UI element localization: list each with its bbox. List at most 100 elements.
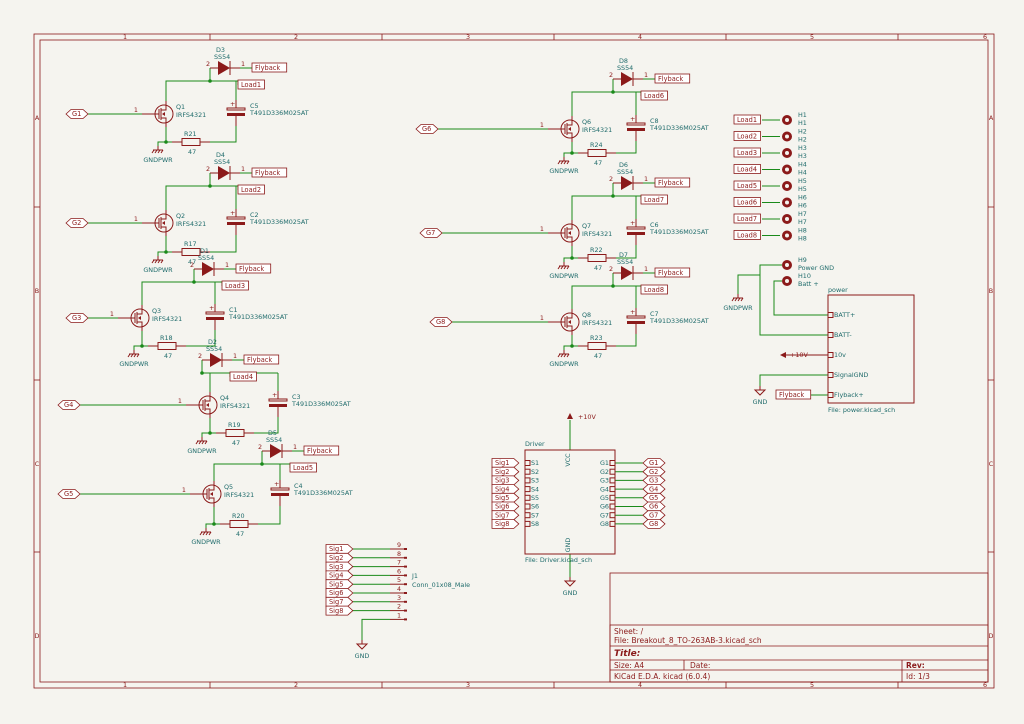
channel-1-gndpwr-hatch [157, 149, 161, 154]
driver-sig-6-text: Sig6 [495, 503, 509, 511]
grid-col-bottom: 1 [123, 681, 127, 689]
channel-3-resistor-body [157, 342, 177, 350]
power-flyback-label [775, 389, 812, 400]
channel-4-mosfet-ref: Q4 [220, 394, 229, 402]
channel-1-resistor-ref: R21 [184, 130, 197, 138]
channel-5-load-label-text: Load5 [293, 464, 313, 472]
j1-sig-4 [325, 570, 354, 581]
channel-8-gate-label [429, 317, 453, 327]
grid-row-right: B [989, 287, 993, 295]
channel-7-gate-label [419, 228, 443, 238]
channel-1-mosfet-pin: 1 [134, 106, 138, 114]
j1-pin-end [404, 574, 407, 577]
wire [759, 374, 828, 386]
hole-3-drill [785, 151, 789, 155]
channel-6-diode-pin-k: 1 [644, 71, 648, 79]
tb-sheet: Sheet: / [614, 627, 644, 636]
h9-val: Power GND [798, 264, 834, 272]
hole-3-ref: H3 [798, 144, 807, 152]
tb-tool: KiCad E.D.A. kicad (6.0.4) [614, 672, 710, 681]
channel-7-mosfet-source [567, 236, 573, 246]
wire [202, 372, 231, 377]
channel-7-diode-ref: D6 [619, 161, 628, 169]
channel-3-cap-ref: C1 [229, 306, 238, 314]
channel-3-mosfet-drain [137, 305, 143, 315]
j1-pin-end [404, 565, 407, 568]
j1-pin-num: 6 [397, 567, 401, 575]
driver-vcc-pin: VCC [564, 453, 572, 467]
channel-7-gndpwr-hatch [566, 265, 570, 270]
hole-8-ref: H8 [798, 227, 807, 235]
channel-6-gndpwr-hatch [560, 160, 564, 165]
wire [157, 141, 166, 146]
channel-4-load-label-text: Load4 [233, 373, 253, 381]
channel-7-diode-pin-a: 2 [609, 175, 613, 183]
channel-3-gndpwr-hatch [133, 353, 137, 358]
driver-in-marker [524, 520, 531, 527]
channel-1-resistor-val: 47 [188, 148, 196, 156]
hole-2-ref: H2 [798, 128, 807, 136]
grid-row-right: A [989, 114, 994, 122]
channel-7-mosfet-pin: 1 [540, 225, 544, 233]
channel-8-cap-ref: C7 [650, 310, 659, 318]
j1-pin-num: 5 [397, 576, 401, 584]
channel-3-mosfet-ref: Q3 [152, 307, 161, 315]
channel-5-flyback-label [303, 445, 340, 456]
power-pin-marker [827, 332, 834, 338]
channel-1-gndpwr-hatch [160, 149, 164, 154]
grid-col-top: 3 [466, 33, 470, 41]
driver-g-3-text: G3 [649, 477, 658, 485]
channel-7-resistor-val: 47 [594, 264, 602, 272]
driver-sig-4 [491, 484, 520, 495]
channel-6-diode-pin-a: 2 [609, 71, 613, 79]
channel-6-gndpwr-hatch [566, 160, 570, 165]
channel-1-mosfet-part: IRFS4321 [176, 111, 206, 119]
j1-sig-5-text: Sig5 [329, 580, 343, 588]
channel-7-cap-part: T491D336M025AT [649, 228, 709, 236]
channel-3-cap-plus: + [209, 304, 214, 312]
channel-6-gndpwr-text: GNDPWR [549, 167, 579, 175]
hole-6-ref: H6 [798, 194, 807, 202]
channel-4-mosfet-drain [205, 392, 211, 402]
channel-6-mosfet-ref: Q6 [582, 118, 591, 126]
channel-8-mosfet-ref: Q8 [582, 311, 591, 319]
wire [210, 235, 237, 253]
channel-2-load-label-text: Load2 [241, 186, 261, 194]
j1-pin-num: 1 [397, 611, 401, 619]
tb-size: Size: A4 [614, 661, 644, 670]
wire [737, 274, 760, 294]
channel-3-diode-pin-k: 1 [225, 261, 229, 269]
channel-2-gate-label-text: G2 [72, 219, 81, 227]
wire [571, 273, 614, 309]
channel-4-mosfet-source [205, 408, 211, 418]
channel-6-diode-part: SS54 [617, 64, 633, 72]
channel-3-load-label [221, 280, 249, 291]
channel-5-diode-part: SS54 [266, 436, 282, 444]
channel-7-gndpwr-hatch [563, 265, 567, 270]
h10-ref: H10 [798, 272, 811, 280]
channel-4-flyback-label-text: Flyback [247, 356, 272, 364]
grid-row-left: D [35, 632, 40, 640]
channel-2-gndpwr-hatch [160, 259, 164, 264]
hole-3-val: H3 [798, 152, 807, 160]
wire [141, 269, 195, 305]
channel-7-load-label-text: Load7 [644, 196, 664, 204]
wire [258, 506, 281, 525]
channel-4-gndpwr-hatch [195, 440, 199, 445]
channel-1-diode-pin-k: 1 [241, 60, 245, 68]
channel-2-diode-body [218, 166, 230, 180]
channel-2-flyback-label-text: Flyback [255, 169, 280, 177]
channel-6-cap-plate-top [626, 122, 646, 126]
channel-8-gndpwr-hatch [560, 353, 564, 358]
driver-out-6: G6 [600, 503, 609, 511]
grid-col-top: 2 [294, 33, 298, 41]
wire [571, 183, 614, 220]
power-gndpwr-hatch [740, 297, 744, 302]
title-block-outer [609, 572, 989, 683]
channel-4-resistor-body [225, 429, 245, 437]
driver-sig-4-text: Sig4 [495, 485, 509, 493]
hole-6-label [733, 197, 761, 207]
j1-sig-6 [325, 588, 354, 598]
driver-in-5: S5 [531, 494, 539, 502]
channel-5-mosfet-source [209, 497, 215, 507]
